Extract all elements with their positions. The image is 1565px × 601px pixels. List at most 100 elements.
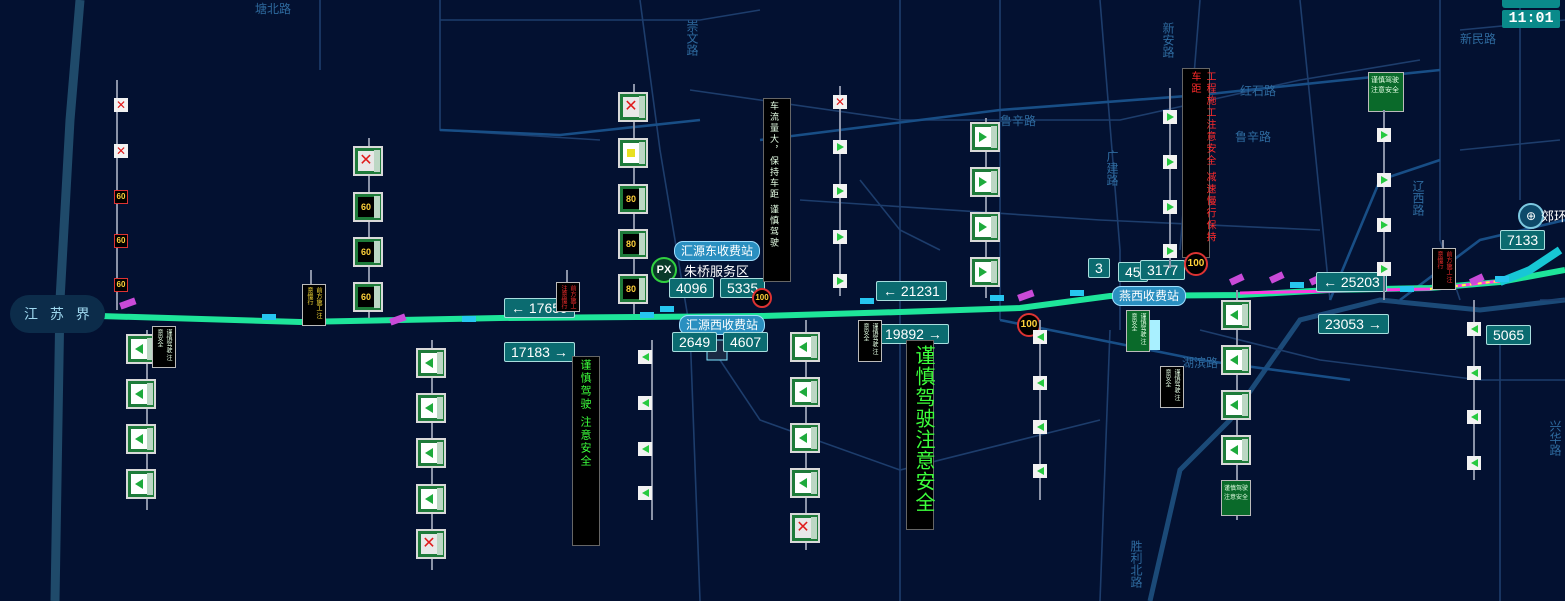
vms-board[interactable]: 工程施工注意安全 减速慢行保持车距 — [1182, 68, 1215, 258]
lane-open-sign[interactable] — [638, 442, 652, 456]
junction-icon[interactable]: ⊕ — [1518, 203, 1544, 229]
traffic-count[interactable]: 7133 — [1500, 230, 1546, 250]
lane-closed-sign[interactable]: ✕ — [833, 95, 847, 109]
lane-sign[interactable] — [416, 484, 446, 514]
traffic-count[interactable]: 2649 — [672, 332, 718, 352]
warning-vms[interactable]: 前方施工 注意慢行 — [1432, 248, 1456, 290]
speed-limit-sign[interactable]: 60 — [353, 192, 383, 222]
lane-sign[interactable] — [1221, 435, 1251, 465]
lane-open-sign[interactable] — [638, 396, 652, 410]
lane-sign[interactable] — [970, 257, 1000, 287]
lane-open-sign[interactable] — [1033, 464, 1047, 478]
speed-limit-sign[interactable]: 60 — [114, 234, 128, 248]
lane-open-sign[interactable] — [833, 184, 847, 198]
lane-open-sign[interactable] — [1377, 128, 1391, 142]
lane-open-sign[interactable] — [1467, 322, 1481, 336]
traffic-count[interactable]: 3 — [1088, 258, 1110, 278]
lane-sign[interactable] — [790, 423, 820, 453]
vms-small[interactable]: 谨慎驾驶 注意安全 — [152, 326, 176, 368]
lane-sign[interactable] — [416, 438, 446, 468]
lane-sign[interactable] — [126, 379, 156, 409]
arrow-left-icon — [1470, 369, 1478, 377]
ramp[interactable] — [1498, 246, 1563, 286]
lane-open-sign[interactable] — [1467, 366, 1481, 380]
lane-open-sign[interactable] — [1467, 410, 1481, 424]
lane-sign[interactable] — [970, 212, 1000, 242]
vms-small[interactable]: 谨慎驾驶 注意安全 — [1160, 366, 1184, 408]
warning-vms[interactable]: 前方施工 注意慢行 — [556, 282, 580, 312]
lane-open-sign[interactable] — [1033, 330, 1047, 344]
toll-station-east[interactable]: 汇源东收费站 — [674, 241, 761, 261]
traffic-count-eastbound[interactable]: 19892 → — [878, 324, 949, 344]
lane-open-sign[interactable] — [1377, 262, 1391, 276]
traffic-count-westbound[interactable]: ← 25203 — [1316, 272, 1387, 292]
lane-sign[interactable] — [416, 393, 446, 423]
lane-open-sign[interactable] — [1163, 110, 1177, 124]
construction-vms[interactable]: 前方施工 注意慢行 — [302, 284, 326, 326]
lane-open-sign[interactable] — [1033, 420, 1047, 434]
lane-sign[interactable] — [1221, 300, 1251, 330]
lane-closed-sign[interactable]: ✕ — [790, 513, 820, 543]
junction-label[interactable]: 郊环 — [1541, 209, 1565, 224]
lane-sign[interactable] — [416, 348, 446, 378]
traffic-count-eastbound[interactable]: 17183 → — [504, 342, 575, 362]
vms-board[interactable]: 车流量大，保持车距 谨慎驾驶 — [763, 98, 791, 282]
speed-limit-sign[interactable]: 100 — [1184, 252, 1208, 276]
lane-closed-sign[interactable]: ✕ — [416, 529, 446, 559]
lane-sign[interactable] — [790, 332, 820, 362]
speed-limit-sign[interactable]: 60 — [353, 237, 383, 267]
lane-sign[interactable] — [1221, 345, 1251, 375]
lane-open-sign[interactable] — [1377, 173, 1391, 187]
vms-small[interactable]: 谨慎驾驶 注意安全 — [858, 320, 882, 362]
lane-sign[interactable] — [1221, 390, 1251, 420]
traffic-count[interactable]: 4607 — [723, 332, 769, 352]
traffic-count-eastbound[interactable]: 23053 → — [1318, 314, 1389, 334]
speed-limit-sign[interactable]: 60 — [114, 190, 128, 204]
traffic-count[interactable]: 4096 — [669, 278, 715, 298]
vms-board-large[interactable]: 谨慎驾驶注意安全 — [906, 340, 934, 530]
lane-sign[interactable] — [126, 469, 156, 499]
speed-limit-sign[interactable]: 80 — [618, 274, 648, 304]
speed-value: 60 — [360, 247, 371, 257]
lane-sign[interactable] — [970, 167, 1000, 197]
lane-open-sign[interactable] — [833, 140, 847, 154]
lane-sign[interactable] — [126, 334, 156, 364]
lane-open-sign[interactable] — [638, 486, 652, 500]
lane-sign[interactable] — [970, 122, 1000, 152]
lane-open-sign[interactable] — [1163, 244, 1177, 258]
lane-sign[interactable] — [790, 468, 820, 498]
lane-closed-sign[interactable]: ✕ — [114, 98, 128, 112]
lane-closed-sign[interactable]: ✕ — [618, 92, 648, 122]
lane-open-sign[interactable] — [833, 230, 847, 244]
lane-open-sign[interactable] — [1033, 376, 1047, 390]
lane-closed-sign[interactable]: ✕ — [114, 144, 128, 158]
lane-closed-sign[interactable]: ✕ — [353, 146, 383, 176]
lane-open-sign[interactable] — [1163, 200, 1177, 214]
lane-open-sign[interactable] — [1163, 155, 1177, 169]
vms-board[interactable]: 谨慎驾驶 注意安全 — [572, 356, 600, 546]
speed-limit-sign[interactable]: 60 — [353, 282, 383, 312]
vms-small[interactable]: 谨慎驾驶 注意安全 — [1368, 72, 1404, 112]
toll-station-xi[interactable]: 燕西收费站 — [1112, 286, 1187, 306]
lane-open-sign[interactable] — [1377, 218, 1391, 232]
speed-limit-sign[interactable]: 100 — [752, 288, 772, 308]
lane-sign[interactable] — [790, 377, 820, 407]
toll-station-west[interactable]: 汇源西收费站 — [679, 315, 766, 335]
lane-open-sign[interactable] — [638, 350, 652, 364]
traffic-count-westbound[interactable]: ← 21231 — [876, 281, 947, 301]
traffic-count[interactable]: 3177 — [1140, 260, 1186, 280]
service-area-name[interactable]: 朱桥服务区 — [684, 264, 750, 279]
speed-limit-sign[interactable]: 80 — [618, 229, 648, 259]
lane-sign[interactable] — [126, 424, 156, 454]
arrow-left-icon — [641, 353, 649, 361]
vms-small[interactable]: 谨慎驾驶 注意安全 — [1221, 480, 1251, 516]
speed-limit-sign[interactable]: 60 — [114, 278, 128, 292]
lane-open-sign[interactable] — [833, 274, 847, 288]
lane-open-sign[interactable] — [1467, 456, 1481, 470]
vms-small[interactable]: 谨慎驾驶 注意安全 — [1126, 310, 1150, 352]
lane-sign[interactable] — [618, 138, 648, 168]
province-boundary-label[interactable]: 江 苏 界 — [10, 295, 105, 333]
speed-limit-sign[interactable]: 80 — [618, 184, 648, 214]
traffic-count[interactable]: 5065 — [1486, 325, 1532, 345]
